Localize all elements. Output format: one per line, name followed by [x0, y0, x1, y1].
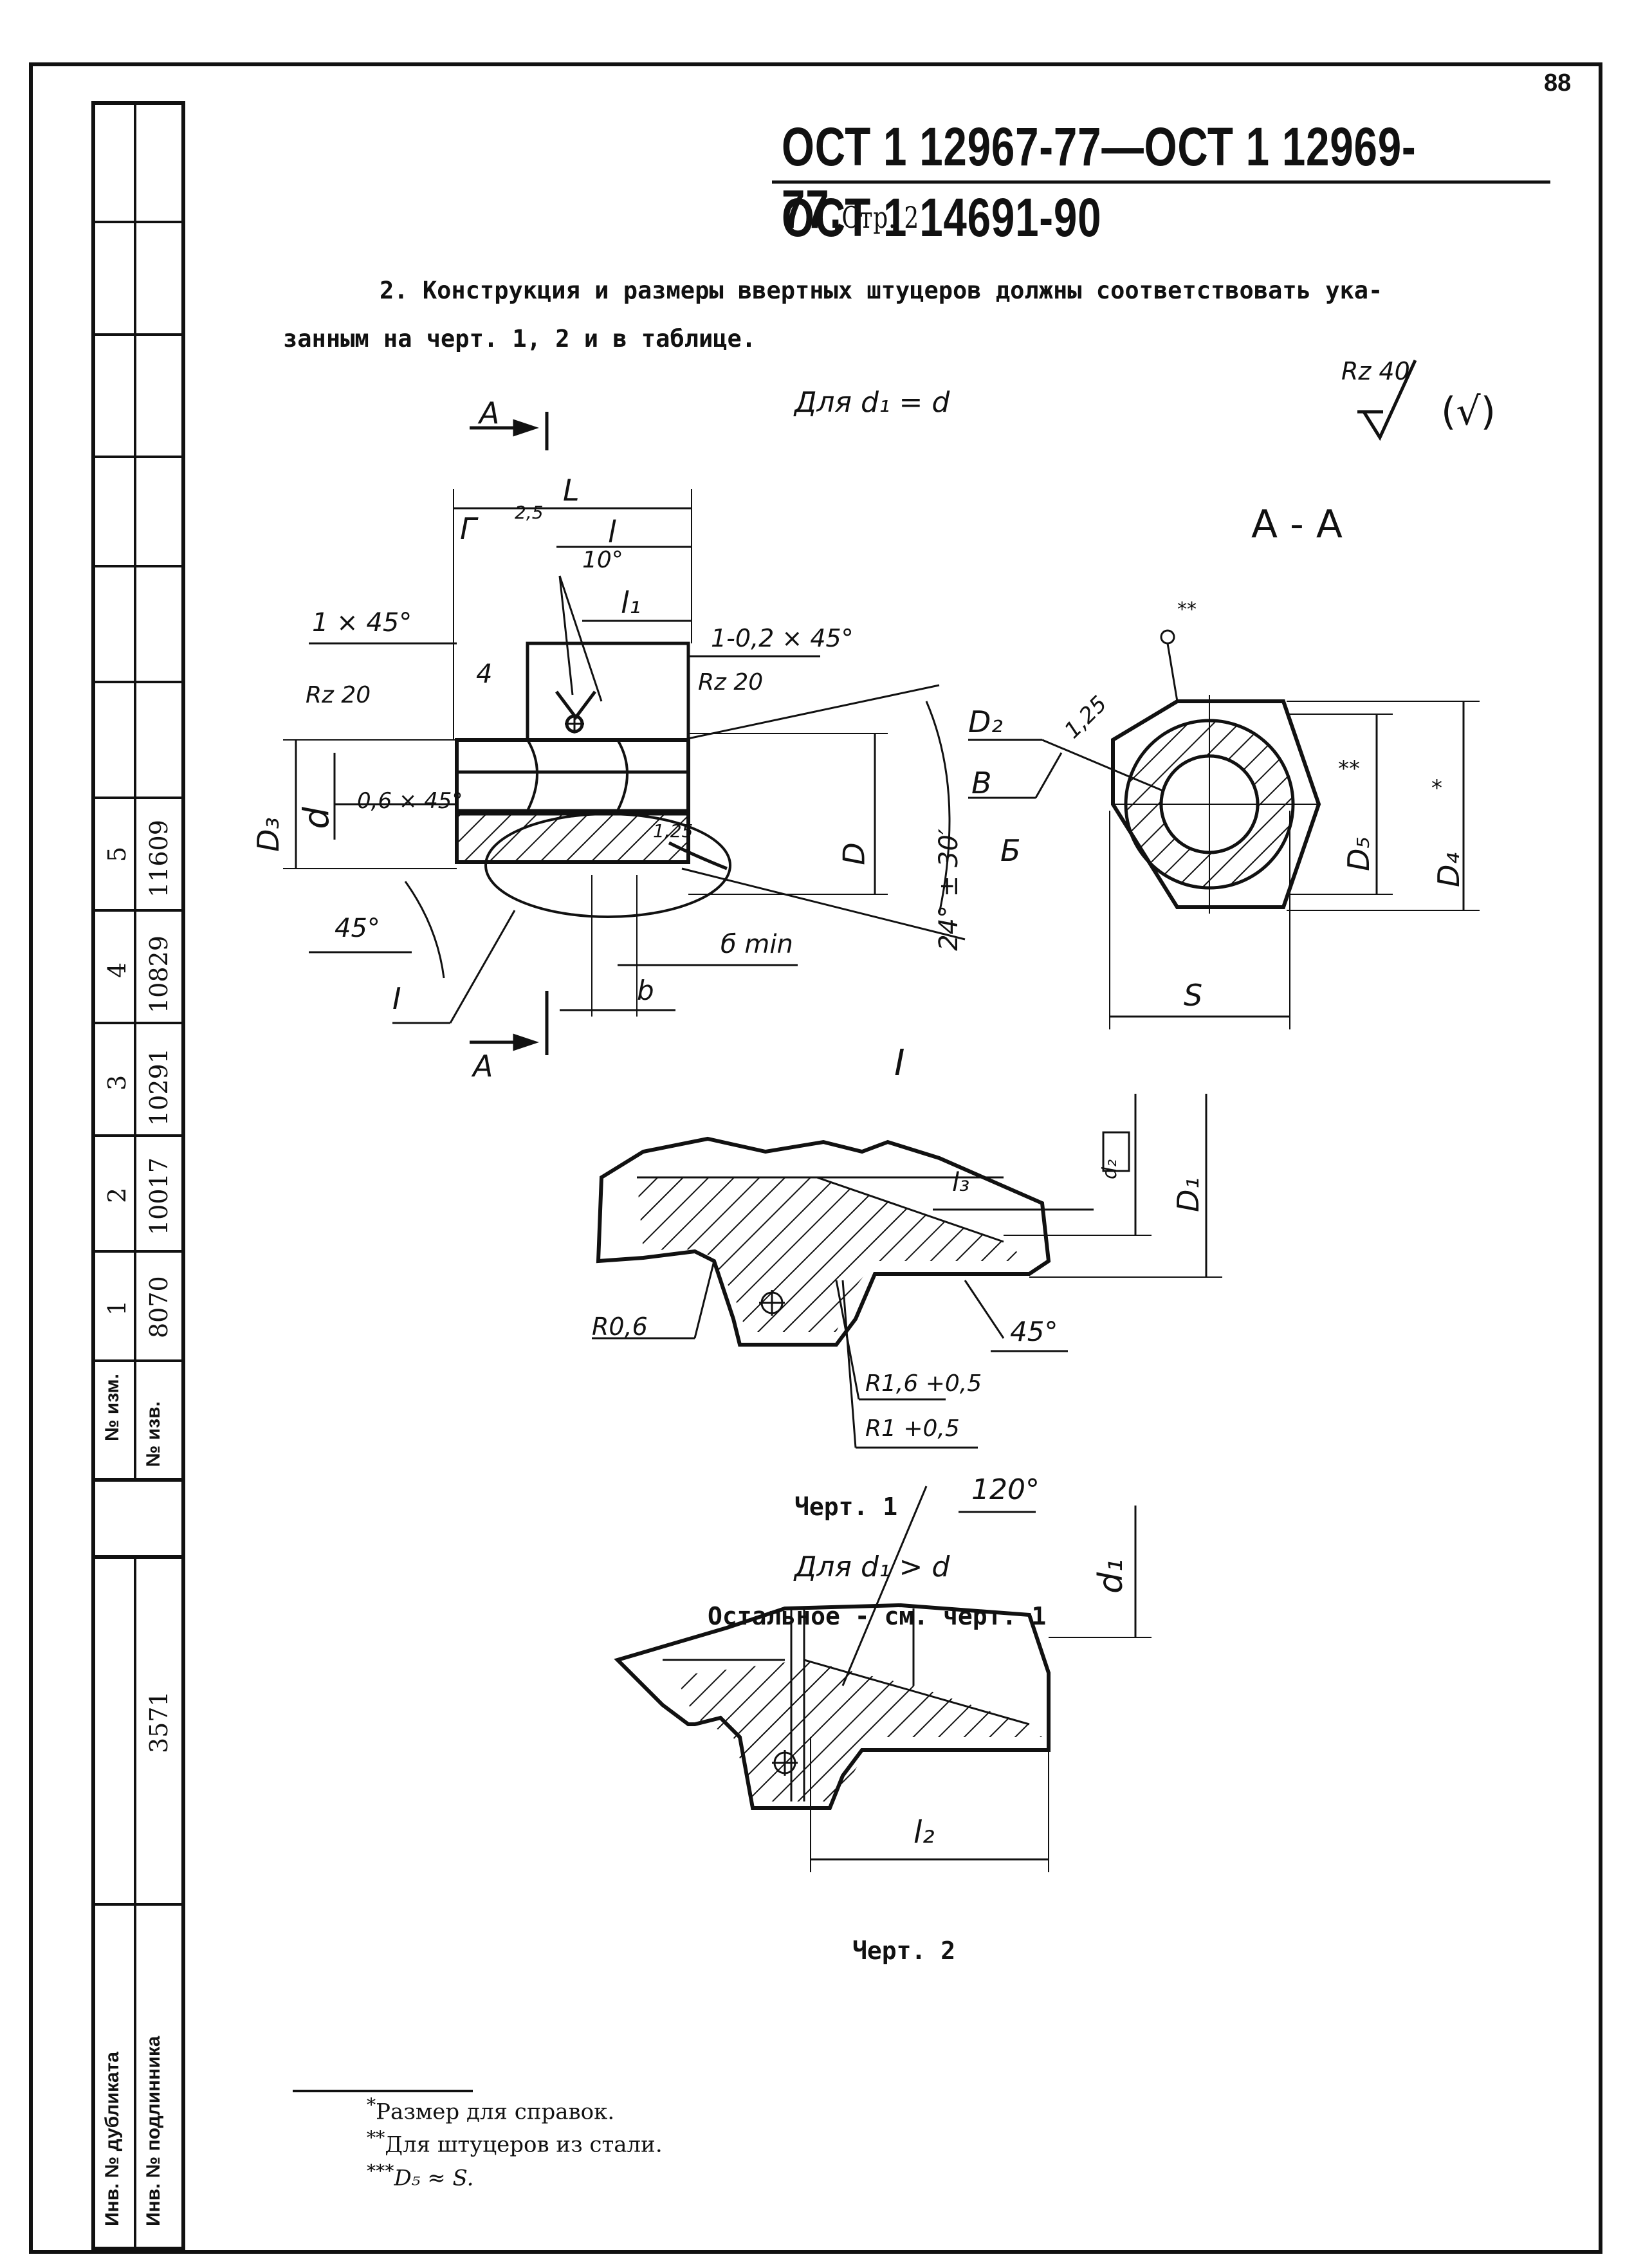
- roughness-rz20-left: Rz 20: [306, 682, 371, 708]
- footnote-1: *Размер для справок.: [367, 2094, 615, 2125]
- roughness-general: Rz 40: [1341, 357, 1410, 385]
- dim-l3: l₃: [952, 1168, 970, 1197]
- cut-mark-bottom: А: [473, 1049, 493, 1083]
- intro-line-1: 2. Конструкция и размеры ввертных штуцер…: [380, 277, 1383, 304]
- side-label-notice-num: № изв.: [143, 1401, 164, 1467]
- cut-mark-top: А: [479, 396, 500, 430]
- intro-line-2: занным на черт. 1, 2 и в таблице.: [283, 325, 757, 353]
- view-B: В: [971, 766, 992, 800]
- dim-angle-10: 10°: [582, 547, 623, 573]
- fig2-outline: [614, 1603, 1051, 1810]
- side-label-change-num: № изм.: [102, 1374, 123, 1441]
- view-Bb: Б: [1000, 833, 1021, 868]
- change-1-num: 1: [103, 1300, 131, 1316]
- dim-D5: D₅: [1341, 836, 1376, 871]
- dim-angle-120: 120°: [971, 1473, 1040, 1506]
- change-2-num: 2: [103, 1187, 131, 1203]
- dim-D1: D₁: [1170, 1177, 1206, 1212]
- dim-d2: d₂: [1099, 1159, 1122, 1180]
- dim-l2: l₂: [913, 1814, 935, 1850]
- dim-D2: D₂: [968, 705, 1003, 739]
- side-label-duplicate: Инв. № дубликата: [102, 2051, 123, 2226]
- change-4-num: 4: [103, 962, 131, 978]
- roughness-symbol: [1362, 359, 1417, 441]
- dim-G: Г: [460, 511, 477, 546]
- dim-b: b: [637, 975, 654, 1006]
- fig2-condition: Для d₁ > d: [794, 1551, 950, 1583]
- dim-fig2-d1: d₁: [1091, 1559, 1130, 1594]
- dim-L: L: [563, 473, 580, 508]
- detail-angle-45: 45°: [1010, 1316, 1058, 1347]
- change-5-doc: 11609: [145, 820, 173, 898]
- change-4-doc: 10829: [145, 935, 173, 1013]
- roughness-general-paren: (√): [1441, 389, 1496, 434]
- radius-R1: R1 +0,5: [865, 1415, 960, 1442]
- roughness-rz20-right: Rz 20: [698, 669, 764, 695]
- dim-125-left: 1,25: [653, 820, 693, 842]
- dim-angle-45: 45°: [335, 914, 380, 943]
- left-strip: [91, 101, 185, 2251]
- dim-b-min: б min: [720, 930, 793, 959]
- hex-stars: **: [1177, 598, 1197, 621]
- detail-I-title: I: [894, 1042, 905, 1084]
- hex-section: [1111, 699, 1321, 909]
- dim-D: D: [836, 842, 872, 865]
- footnote-2: **Для штуцеров из стали.: [367, 2127, 663, 2158]
- change-2-doc: 10017: [145, 1157, 173, 1235]
- section-aa-title: А - А: [1251, 502, 1343, 547]
- dim-angle-24: 24° ± 30′: [933, 829, 964, 951]
- detail-I-marker: I: [392, 981, 401, 1016]
- fig1-condition: Для d₁ = d: [794, 386, 950, 419]
- change-3-num: 3: [103, 1074, 131, 1091]
- standard-range: ОСТ 1 12967-77—ОСТ 1 12969-77,: [782, 116, 1417, 239]
- chamfer-1x45: 1 × 45°: [312, 608, 412, 638]
- caption-fig1: Черт. 1: [794, 1493, 898, 1521]
- fig2-note: Остальное - см. черт. 1: [708, 1602, 1047, 1630]
- change-5-num: 5: [103, 846, 131, 862]
- dim-D4-mark: *: [1431, 775, 1442, 801]
- dim-D4: D₄: [1431, 852, 1466, 887]
- inventory-number: 3571: [145, 1691, 173, 1753]
- detail-i-outline: [596, 1136, 1051, 1347]
- caption-fig2: Черт. 2: [852, 1937, 956, 1965]
- outer-border: [29, 62, 1602, 2254]
- footnote-3: ***D₅ ≈ S.: [367, 2160, 474, 2191]
- page-reference: Стр. 2: [841, 200, 920, 235]
- dim-l1: l₁: [621, 585, 641, 620]
- radius-R06: R0,6: [592, 1313, 648, 1341]
- radius-R16: R1,6 +0,5: [865, 1370, 982, 1397]
- dim-4: 4: [476, 659, 493, 689]
- side-label-original: Инв. № подлинника: [143, 2036, 164, 2226]
- section-hatch: [455, 812, 690, 864]
- dim-D5-mark: **: [1338, 756, 1360, 782]
- chamfer-1-02x45: 1-0,2 × 45°: [711, 624, 854, 652]
- dim-l: l: [608, 515, 616, 549]
- footnotes: *Размер для справок. **Для штуцеров из с…: [367, 2094, 663, 2191]
- dim-S: S: [1184, 978, 1203, 1013]
- chamfer-06x45: 0,6 × 45°: [357, 788, 463, 814]
- page-number: 88: [1544, 69, 1572, 97]
- change-3-doc: 10291: [145, 1048, 173, 1126]
- standard-designation-line2: ОСТ 1 14691-90: [782, 187, 1102, 248]
- change-1-doc: 8070: [145, 1276, 173, 1338]
- standard-designation-line1: ОСТ 1 12967-77—ОСТ 1 12969-77,Стр. 2: [782, 116, 1460, 241]
- dim-d: d: [296, 807, 337, 829]
- dim-D3: D₃: [250, 817, 286, 852]
- dim-r25: 2,5: [515, 502, 544, 523]
